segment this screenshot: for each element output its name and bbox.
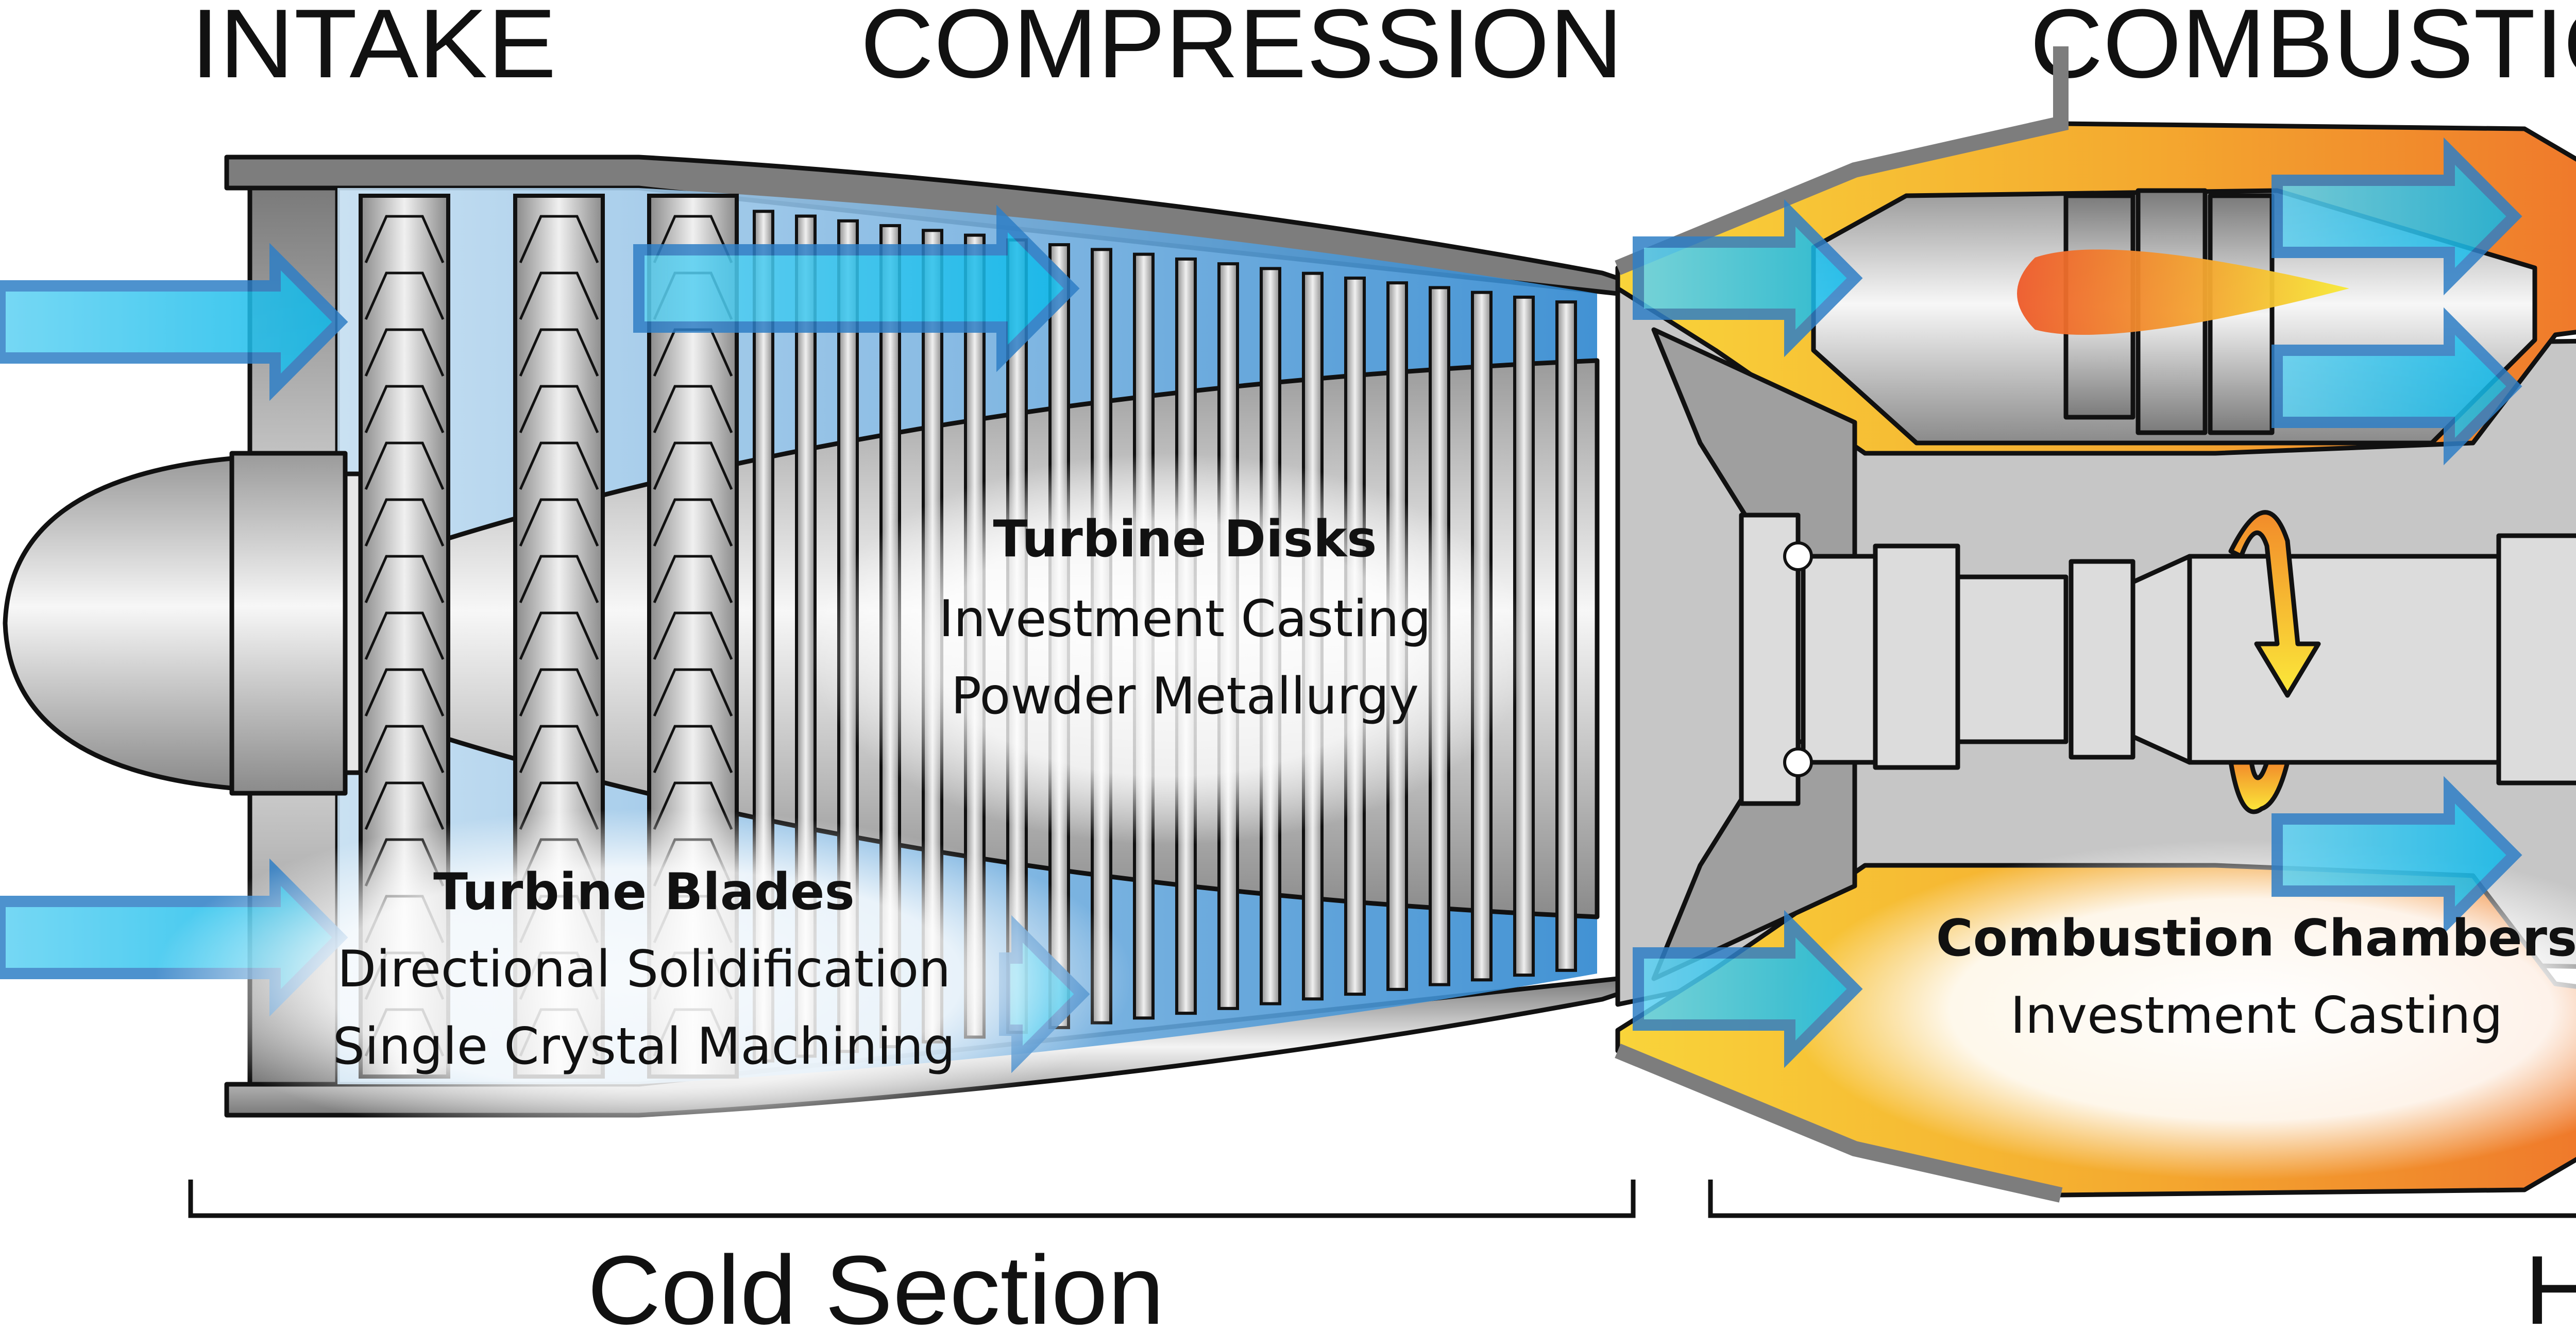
stage-title-compression: COMPRESSION: [860, 0, 1623, 98]
fan-blade: [653, 215, 733, 264]
fan-blade: [364, 271, 445, 320]
fan-blade: [519, 611, 599, 660]
fan-blade: [519, 328, 599, 377]
airflow-arrow: [1633, 199, 1863, 357]
callout-title: Turbine Blades: [433, 863, 855, 922]
fan-blade: [519, 498, 599, 547]
cold-section-bracket: Cold Section: [188, 1180, 1636, 1331]
airflow-arrow: [633, 204, 1080, 372]
airflow-arrow: [2272, 776, 2522, 934]
fan-blade: [364, 215, 445, 264]
fan-blade: [364, 555, 445, 604]
airflow-arrow: [1633, 910, 1863, 1068]
stage-title-intake: INTAKE: [191, 0, 556, 98]
fan-blade: [519, 271, 599, 320]
fan-blade: [519, 215, 599, 264]
fan-blade: [519, 385, 599, 434]
callout-line: Single Crystal Machining: [333, 1017, 956, 1076]
compressor-blade: [1555, 300, 1577, 972]
callout-title: Combustion Chambers: [1936, 909, 2576, 968]
callout-turbine-blades: Turbine Blades Directional Solidificatio…: [333, 863, 956, 1076]
airflow-arrow: [2272, 307, 2522, 466]
fan-blade: [653, 611, 733, 660]
fan-blade: [653, 441, 733, 490]
callout-line: Investment Casting: [2010, 986, 2503, 1045]
section-label-hot: Hot Section: [2524, 1236, 2576, 1331]
fan-blade: [364, 441, 445, 490]
fan-blade: [519, 441, 599, 490]
stage-title-combustion: COMBUSTION: [2030, 0, 2576, 98]
fan-blade: [364, 328, 445, 377]
fan-blade: [364, 668, 445, 717]
callout-line: Investment Casting: [939, 590, 1431, 649]
fan-blade: [653, 555, 733, 604]
flame-icon: [2017, 249, 2349, 335]
callout-line: Directional Solidification: [337, 940, 951, 999]
fan-blade: [519, 781, 599, 830]
fan-blade: [364, 781, 445, 830]
fan-blade: [653, 385, 733, 434]
callout-turbine-disks: Turbine Disks Investment Casting Powder …: [939, 510, 1431, 726]
fan-blade: [519, 725, 599, 774]
fan-blade: [364, 725, 445, 774]
callout-title: Turbine Disks: [993, 510, 1377, 569]
fan-blade: [364, 498, 445, 547]
airflow-arrow: [2272, 137, 2522, 296]
callout-combustion-chambers: Combustion Chambers Investment Casting: [1936, 909, 2576, 1045]
fan-blade: [364, 385, 445, 434]
fan-blade: [653, 668, 733, 717]
airflow-arrow: [0, 243, 348, 401]
fan-blade: [653, 781, 733, 830]
fan-blade: [653, 725, 733, 774]
fan-blade: [364, 611, 445, 660]
fan-blade: [519, 668, 599, 717]
section-label-cold: Cold Section: [587, 1236, 1164, 1331]
fan-blade: [519, 555, 599, 604]
callout-line: Powder Metallurgy: [951, 667, 1419, 726]
rotation-arrow: [2228, 510, 2321, 814]
fan-blade: [653, 498, 733, 547]
hot-section-bracket: Hot Section: [1708, 1180, 2576, 1331]
